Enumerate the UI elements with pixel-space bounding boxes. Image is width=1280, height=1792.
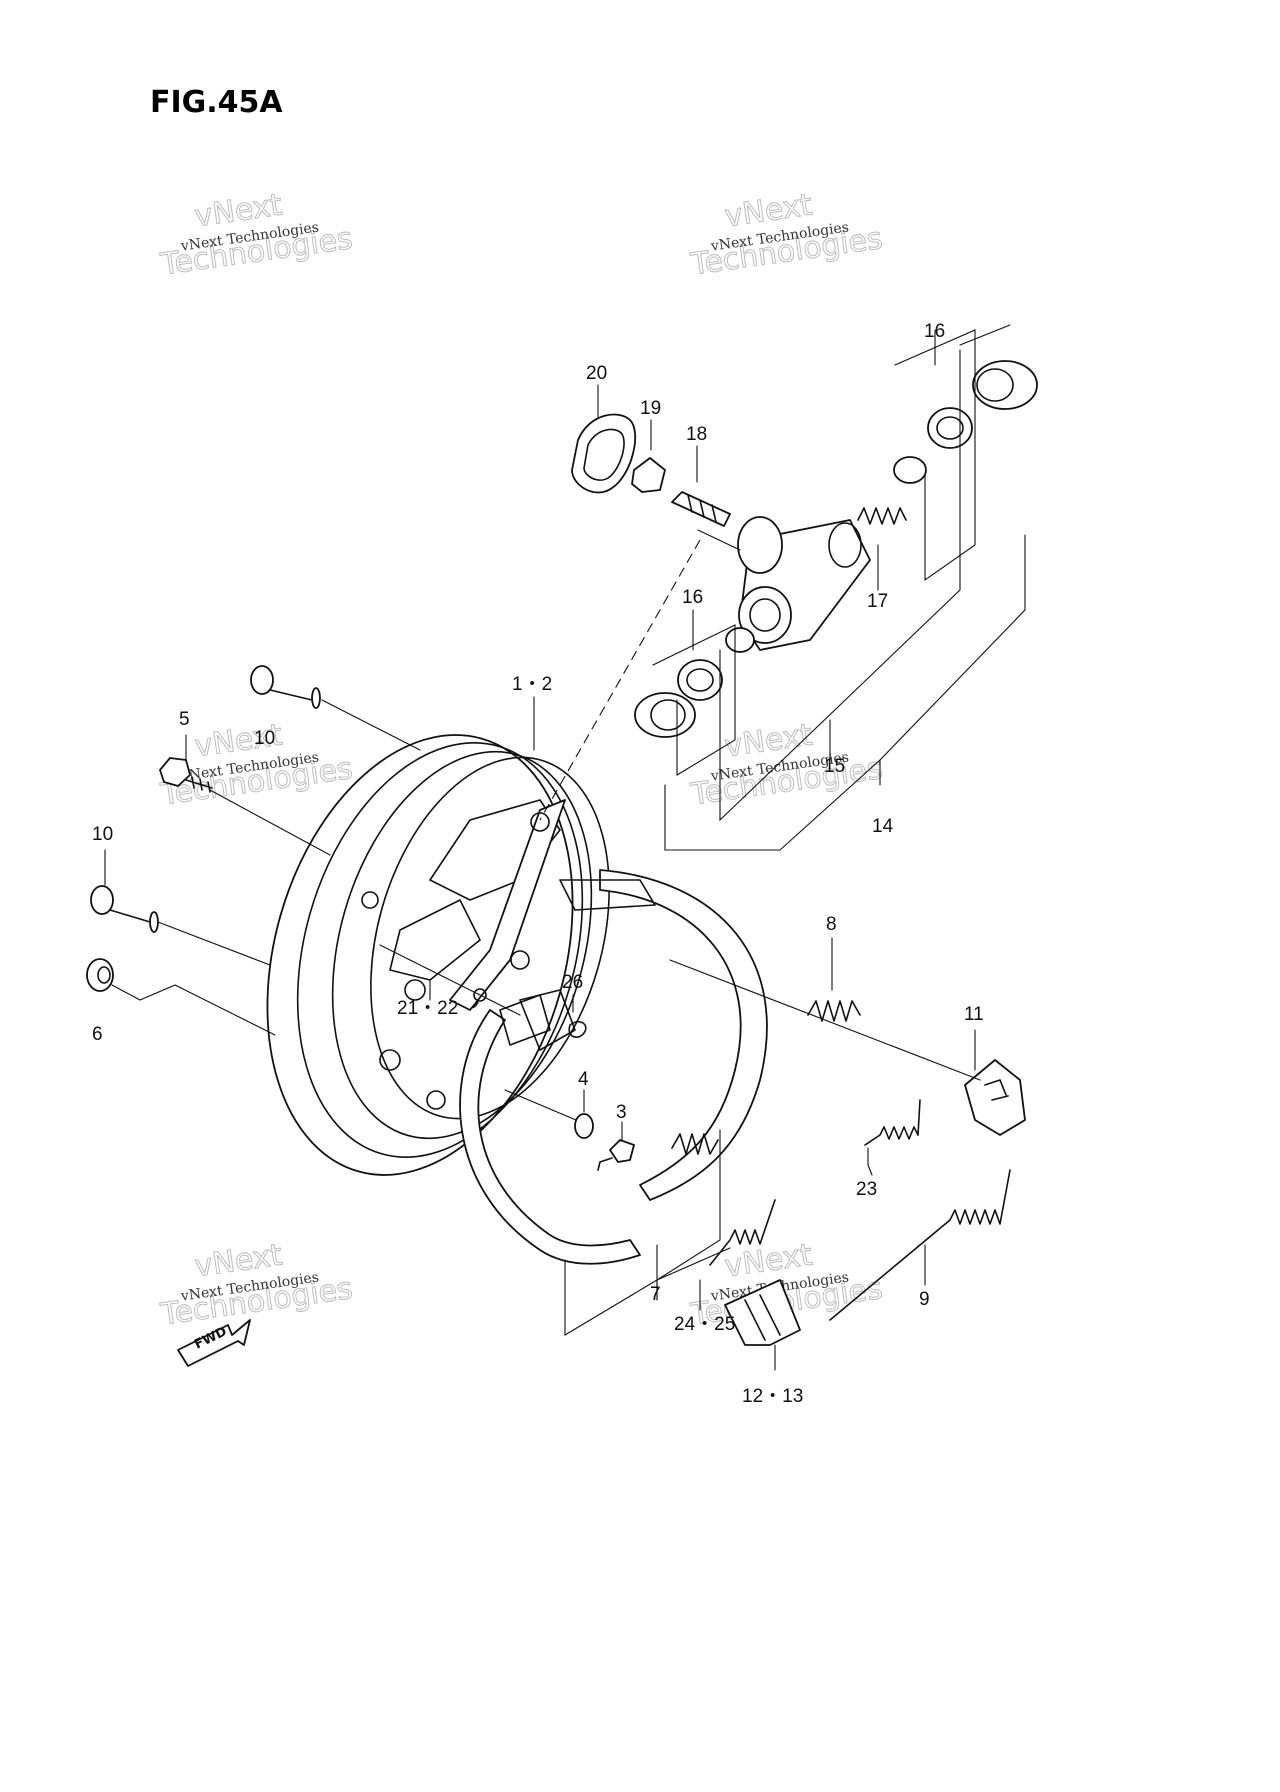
callout-10-left: 10 — [92, 824, 113, 845]
callout-17: 17 — [867, 591, 888, 612]
watermark-2: vNext Technologies vNext Technologies — [688, 187, 886, 283]
callout-26: 26 — [562, 972, 583, 993]
callout-4: 4 — [578, 1069, 589, 1090]
callout-11: 11 — [964, 1004, 984, 1025]
callout-20: 20 — [586, 363, 607, 384]
lower-piston-set — [634, 627, 755, 738]
wheel-cylinder — [737, 516, 871, 651]
brake-backing-plate — [266, 734, 610, 1176]
callout-15: 15 — [824, 756, 845, 777]
callout-3: 3 — [616, 1102, 627, 1123]
callout-9: 9 — [919, 1289, 930, 1310]
watermark-1: vNext Technologies vNext Technologies — [158, 187, 356, 283]
plate-12-13 — [724, 1279, 801, 1346]
callout-18: 18 — [686, 424, 707, 445]
callout-8: 8 — [826, 914, 837, 935]
callout-24-25: 24・25 — [674, 1314, 735, 1335]
figure-title: FIG.45A — [150, 85, 283, 120]
callout-6: 6 — [92, 1024, 103, 1045]
watermark-5: vNext Technologies vNext Technologies — [158, 1237, 356, 1333]
washer-4 — [574, 1113, 594, 1139]
callout-23: 23 — [856, 1179, 877, 1200]
callout-21-22: 21・22 — [397, 998, 458, 1019]
pin-3 — [597, 1139, 635, 1171]
spring-24-25 — [709, 1199, 776, 1266]
callout-7: 7 — [650, 1284, 661, 1305]
adjuster-11 — [964, 1059, 1026, 1136]
boot-cover — [571, 413, 637, 494]
callout-12-13: 12・13 — [742, 1386, 803, 1407]
bleeder-cap — [631, 457, 666, 493]
callout-14: 14 — [872, 816, 894, 837]
bolt-5 — [159, 757, 213, 793]
callout-16-mid: 16 — [682, 587, 703, 608]
callout-5: 5 — [179, 709, 190, 730]
cylinder-spring — [857, 507, 907, 525]
spring-8 — [807, 1000, 861, 1022]
fwd-arrow-icon: FWD — [177, 1319, 251, 1367]
callout-19: 19 — [640, 398, 661, 419]
bolt-10-top — [250, 665, 321, 709]
parking-lever — [449, 799, 566, 1011]
upper-piston-set — [893, 360, 1038, 484]
spring-9 — [829, 1169, 1011, 1321]
leader-lines — [104, 324, 1026, 1371]
watermark-4: vNext Technologies vNext Technologies — [688, 717, 886, 813]
bleeder-screw — [671, 491, 731, 527]
brake-shoe — [459, 869, 768, 1265]
callout-labels: 1・2 3 4 5 6 7 8 9 10 10 11 12・13 14 15 1… — [92, 321, 984, 1407]
callout-16-top: 16 — [924, 321, 945, 342]
clip-26 — [568, 1020, 587, 1038]
spring-lower — [671, 1133, 719, 1155]
bolt-10-left — [90, 885, 159, 933]
nut-6 — [86, 958, 114, 992]
callout-10-top: 10 — [254, 728, 275, 749]
callout-1-2: 1・2 — [512, 674, 552, 695]
spring-23 — [864, 1099, 921, 1146]
